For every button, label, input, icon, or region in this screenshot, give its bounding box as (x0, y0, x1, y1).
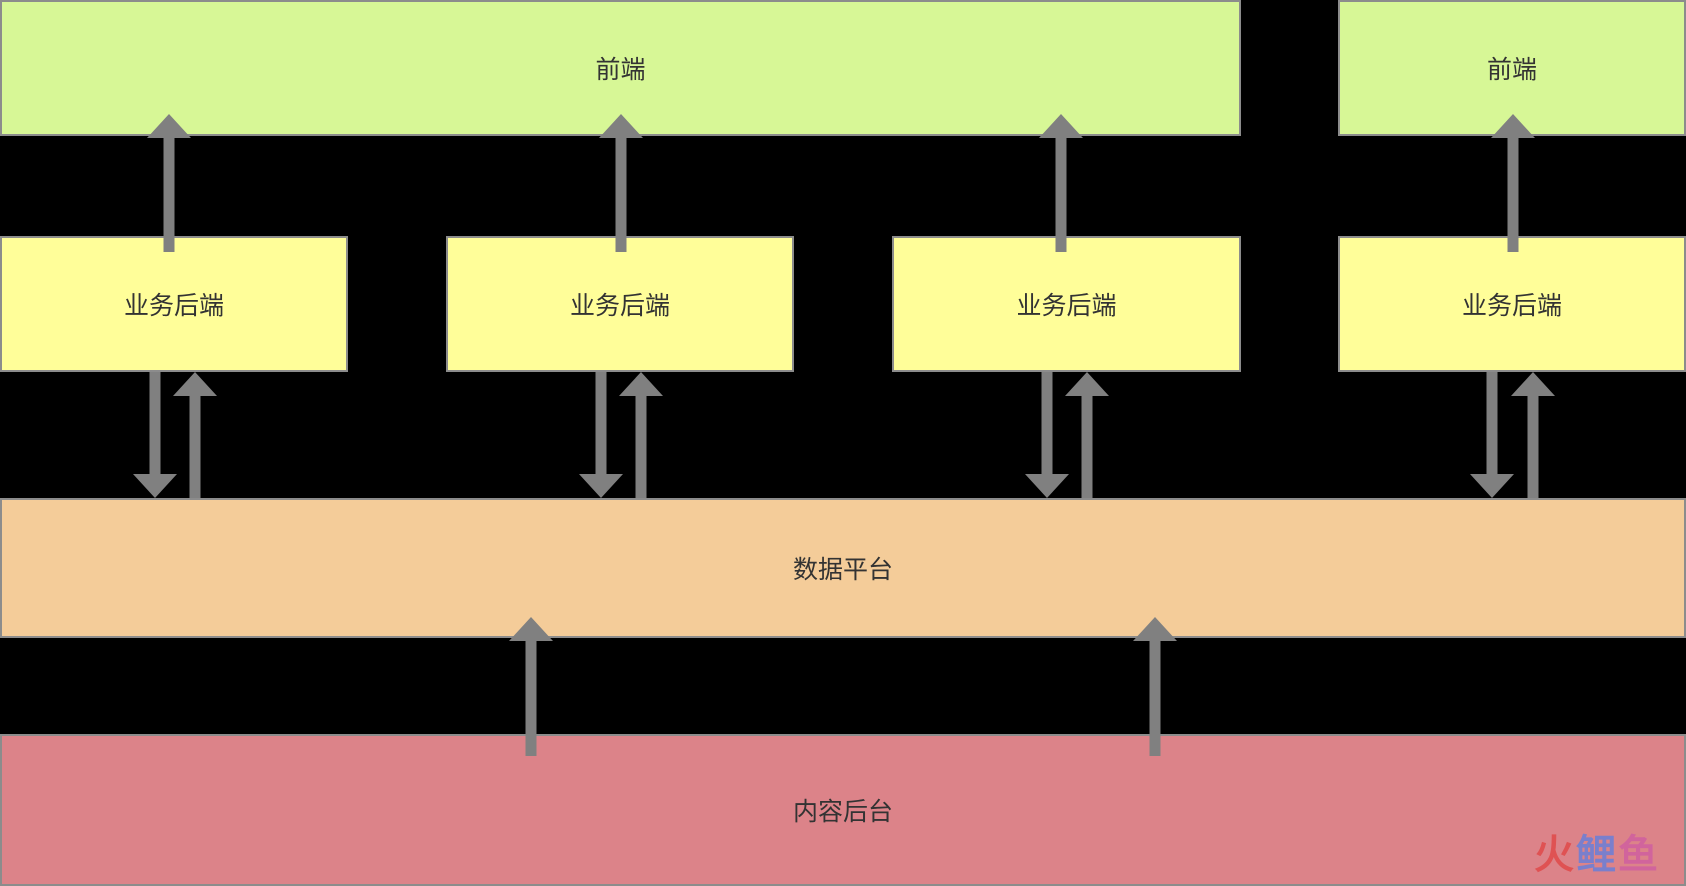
data-platform-box: 数据平台 (0, 498, 1686, 638)
watermark-char: 鱼 (1618, 832, 1660, 878)
business-backend-box-1: 业务后端 (0, 236, 348, 372)
arrow-data-to-backend (173, 372, 217, 498)
arrow-backend-to-data (1025, 372, 1069, 498)
arrow-data-to-backend (619, 372, 663, 498)
watermark-logo: 火鲤鱼 (1534, 822, 1660, 880)
arrow-content-to-data (509, 617, 553, 756)
business-backend-box-4: 业务后端 (1338, 236, 1686, 372)
business-backend-label: 业务后端 (569, 291, 670, 320)
frontend-label: 前端 (595, 55, 646, 84)
arrow-backend-to-data (1470, 372, 1514, 498)
business-backend-label: 业务后端 (1461, 291, 1562, 320)
arrow-data-to-backend (1065, 372, 1109, 498)
business-backend-box-2: 业务后端 (446, 236, 794, 372)
arrow-backend-to-data (133, 372, 177, 498)
arrow-content-to-data (1133, 617, 1177, 756)
watermark-char: 火 (1534, 832, 1576, 878)
business-backend-label: 业务后端 (123, 291, 224, 320)
arrow-backend-to-frontend (599, 114, 643, 252)
arrow-backend-to-data (579, 372, 623, 498)
content-backend-label: 内容后台 (792, 797, 893, 826)
arrow-backend-to-frontend (147, 114, 191, 252)
frontend-box-1: 前端 (0, 0, 1241, 136)
data-platform-label: 数据平台 (792, 555, 893, 584)
watermark-char: 鲤 (1576, 832, 1618, 878)
arrow-data-to-backend (1511, 372, 1555, 498)
frontend-label: 前端 (1486, 55, 1537, 84)
business-backend-label: 业务后端 (1016, 291, 1117, 320)
arrow-backend-to-frontend (1039, 114, 1083, 252)
arrow-backend-to-frontend (1491, 114, 1535, 252)
content-backend-box: 内容后台 (0, 734, 1686, 886)
